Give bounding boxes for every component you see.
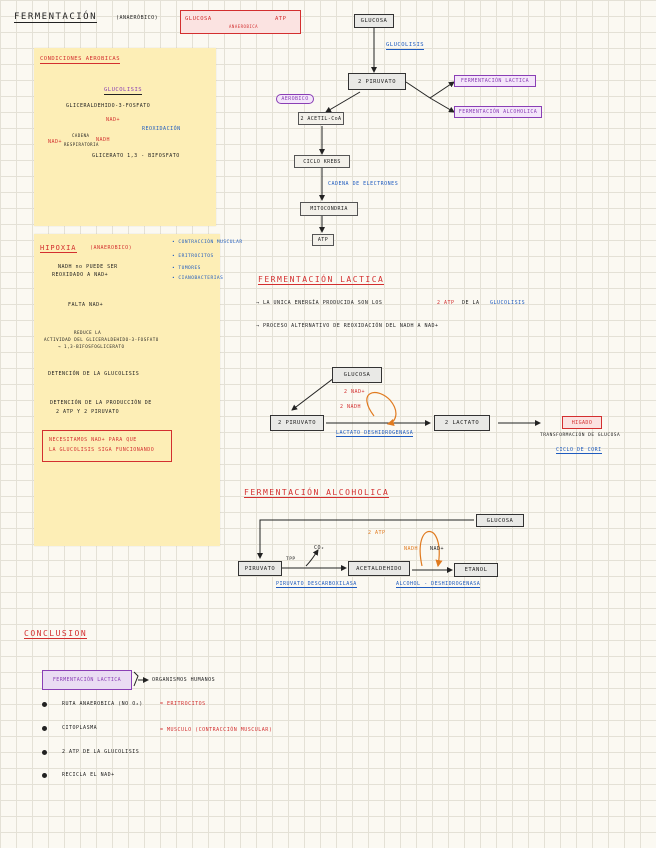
aerobic-nad: NAD+: [106, 117, 121, 123]
alcoholica-piruvato: PIRUVATO: [238, 561, 282, 576]
flow-krebs: CICLO KREBS: [294, 155, 350, 168]
aerobic-cadena: CADENA: [72, 133, 90, 138]
lactica-enzyme: LACTATO DESHIDROGENASA: [336, 430, 414, 437]
alcoholica-glucosa: GLUCOSA: [476, 514, 524, 527]
lactica-higado: HIGADO: [562, 416, 602, 429]
flow-cadena: CADENA DE ELECTRONES: [328, 181, 399, 187]
flow-mitocondria: MITOCONDRIA: [300, 202, 358, 216]
conclusion-item3: 2 ATP DE LA GLUCOLISIS: [62, 749, 140, 755]
hypoxia-side-item-4: • CIANOBACTERIAS: [172, 276, 224, 281]
conclusion-item2-note: = MUSCULO (CONTRACCIÓN MUSCULAR): [160, 727, 273, 733]
page-title: FERMENTACIÓN: [14, 12, 98, 23]
hypoxia-step5b: 2 ATP Y 2 PIRUVATO: [56, 409, 120, 415]
hypoxia-step4: DETENCIÓN DE LA GLUCOLISIS: [48, 371, 140, 377]
aerobic-title: CONDICIONES AEROBICAS: [40, 56, 121, 64]
lactica-transform: TRANSFORMACIÓN DE GLUCOSA: [540, 433, 621, 438]
alcoholica-co2: CO₂: [314, 545, 325, 551]
alcoholica-nadh: NADH: [404, 546, 419, 552]
hypoxia-title: HIPOXIA: [40, 244, 77, 254]
hypoxia-callout-a: NECESITAMOS NAD+ PARA QUE: [49, 437, 137, 443]
flow-aerobico: AEROBICO: [276, 94, 314, 104]
lactica-bullet1a: → LA UNICA ENERGÍA PRODUCIDA SON LOS: [256, 300, 383, 306]
header-anaerobica: ANAEROBICA: [229, 24, 259, 29]
lactica-title: FERMENTACIÓN LACTICA: [258, 275, 385, 285]
hypoxia-callout: NECESITAMOS NAD+ PARA QUE LA GLUCOLISIS …: [42, 430, 172, 462]
conclusion-bullet-2: [42, 726, 47, 731]
lactica-cori: CICLO DE CORI: [556, 447, 602, 454]
alcoholica-enzyme2: ALCOHOL - DESHIDROGENASA: [396, 581, 481, 588]
flow-glucolisis: GLUCOLISIS: [386, 42, 425, 50]
lactica-bullet1c: GLUCOLISIS: [490, 300, 526, 306]
alcoholica-atp: 2 ATP: [368, 530, 386, 536]
conclusion-title: CONCLUSION: [24, 629, 88, 639]
lactica-bullet1b: DE LA: [462, 300, 480, 306]
hypoxia-side-item-3: • TUMORES: [172, 266, 201, 271]
conclusion-item2: CITOPLASMA: [62, 725, 98, 731]
hypoxia-callout-b: LA GLUCOLISIS SIGA FUNCIONANDO: [49, 447, 155, 453]
page-title-note: (ANAERÓBICO): [116, 15, 159, 21]
lactica-nad: 2 NAD+: [344, 389, 366, 395]
hypoxia-side-item-1: • CONTRACCIÓN MUSCULAR: [172, 240, 243, 245]
hypoxia-title-note: (ANAEROBICO): [90, 245, 133, 251]
alcoholica-tpp: TPP: [286, 557, 296, 562]
hypoxia-step3a: REDUCE LA: [74, 330, 102, 335]
lactica-bullet2: → PROCESO ALTERNATIVO DE REOXIDACIÓN DEL…: [256, 323, 439, 329]
hypoxia-step5a: DETENCIÓN DE LA PRODUCCIÓN DE: [50, 400, 152, 406]
flow-acetil: 2 ACETIL-CoA: [298, 112, 344, 125]
alcoholica-acetaldehido: ACETALDEHIDO: [348, 561, 410, 576]
alcoholica-enzyme1: PIRUVATO DESCARBOXILASA: [276, 581, 357, 588]
hypoxia-step3c: → 1,3-BIFOSFOGLICERATO: [58, 344, 125, 349]
aerobic-respiratoria: RESPIRATORIA: [64, 142, 99, 147]
aerobic-g3p: GLICERALDEHIDO-3-FOSFATO: [66, 103, 151, 109]
hypoxia-sticky-note: HIPOXIA (ANAEROBICO) • CONTRACCIÓN MUSCU…: [34, 234, 242, 546]
conclusion-bullet-4: [42, 773, 47, 778]
aerobic-glycolysis: GLUCOLISIS: [104, 87, 143, 95]
flow-glucosa: GLUCOSA: [354, 14, 394, 28]
hypoxia-step3b: ACTIVIDAD DEL GLICERALDEHIDO-3-FOSFATO: [44, 337, 159, 342]
aerobic-reoxidation: REOXIDACIÓN: [142, 126, 181, 132]
hypoxia-step1a: NADH no PUEDE SER: [58, 264, 118, 270]
aerobic-sticky-note: CONDICIONES AEROBICAS GLUCOLISIS GLICERA…: [34, 48, 216, 226]
conclusion-bullet-1: [42, 702, 47, 707]
lactica-lactato: 2 LACTATO: [434, 415, 490, 431]
flow-piruvato: 2 PIRUVATO: [348, 73, 406, 90]
flow-ferm-lactica: FERMENTACIÓN LACTICA: [454, 75, 536, 87]
conclusion-box: FERMENTACIÓN LACTICA: [42, 670, 132, 690]
aerobic-nad-left: NAD+: [48, 139, 63, 145]
flow-ferm-alcoholica: FERMENTACIÓN ALCOHOLICA: [454, 106, 542, 118]
alcoholica-title: FERMENTACIÓN ALCOHOLICA: [244, 488, 390, 498]
conclusion-item1: RUTA ANAEROBICA (NO O₂): [62, 701, 143, 707]
header-glucosa: GLUCOSA: [185, 16, 212, 22]
conclusion-item1-note: = ERITROCITOS: [160, 701, 206, 707]
hypoxia-step1b: REOXIDADO A NAD+: [52, 272, 109, 278]
hypoxia-side-item-2: • ERITROCITOS: [172, 254, 214, 259]
aerobic-nadh: NADH: [96, 137, 111, 143]
hypoxia-step2: FALTA NAD+: [68, 302, 104, 308]
conclusion-bullet-3: [42, 750, 47, 755]
lactica-bullet1-atp: 2 ATP: [437, 300, 455, 306]
header-summary-box: GLUCOSA ATP ANAEROBICA: [180, 10, 301, 34]
conclusion-item4: RECICLA EL NAD+: [62, 772, 115, 778]
alcoholica-nad: NAD+: [430, 546, 445, 552]
lactica-nadh: 2 NADH: [340, 404, 362, 410]
flow-atp: ATP: [312, 234, 334, 246]
aerobic-bpg: GLICERATO 1,3 - BIFOSFATO: [92, 153, 180, 159]
lactica-glucosa: GLUCOSA: [332, 367, 382, 383]
conclusion-box-result: ORGANISMOS HUMANOS: [152, 677, 216, 683]
lactica-piruvato: 2 PIRUVATO: [270, 415, 324, 431]
header-atp: ATP: [275, 16, 287, 22]
alcoholica-etanol: ETANOL: [454, 563, 498, 577]
